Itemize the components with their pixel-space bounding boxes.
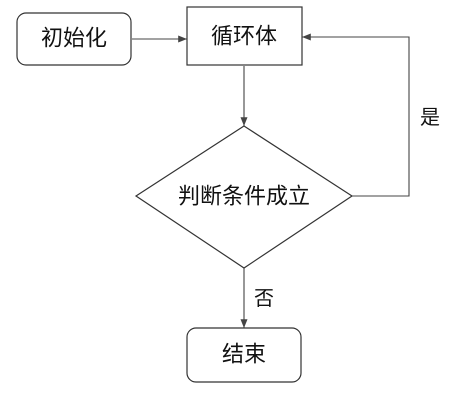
- loop-body-node-label: 循环体: [211, 25, 277, 50]
- edge-label-no: 否: [254, 286, 274, 310]
- edge-condition-yes-loop-back: [302, 33, 410, 197]
- condition-node-label: 判断条件成立: [178, 185, 310, 210]
- init-node: [16, 12, 132, 66]
- end-node: [186, 327, 302, 383]
- condition-decision-node: [134, 125, 354, 269]
- edge-label-yes: 是: [420, 105, 440, 129]
- loop-body-node: [186, 6, 303, 66]
- init-node-label: 初始化: [41, 27, 107, 52]
- end-node-label: 结束: [222, 343, 266, 368]
